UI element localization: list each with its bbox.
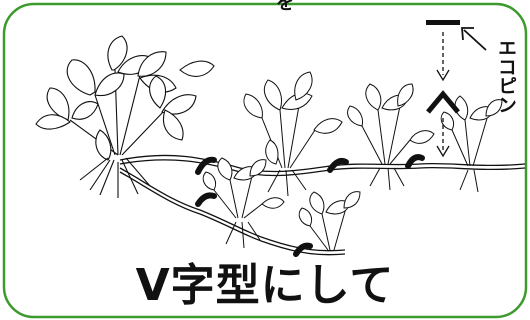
diagram-caption: V字型にして [135, 260, 395, 311]
eco-pin-label: エコピン [495, 38, 517, 114]
strawberry-plant-icon [440, 95, 503, 193]
top-cut-text: を [276, 0, 294, 14]
eco-pin-illustration [426, 20, 487, 158]
strawberry-plant-icon [347, 83, 435, 191]
pin-straight-icon [426, 20, 460, 25]
eco-pin-icon [195, 154, 425, 257]
strawberry-plant-icon [298, 191, 361, 251]
pointer-arrow-icon [463, 29, 487, 51]
pin-bent-icon [426, 90, 460, 114]
strawberry-plant-icon [35, 35, 215, 198]
strawberry-plant-icon [243, 71, 343, 197]
strawberry-plant-icon [202, 157, 285, 249]
